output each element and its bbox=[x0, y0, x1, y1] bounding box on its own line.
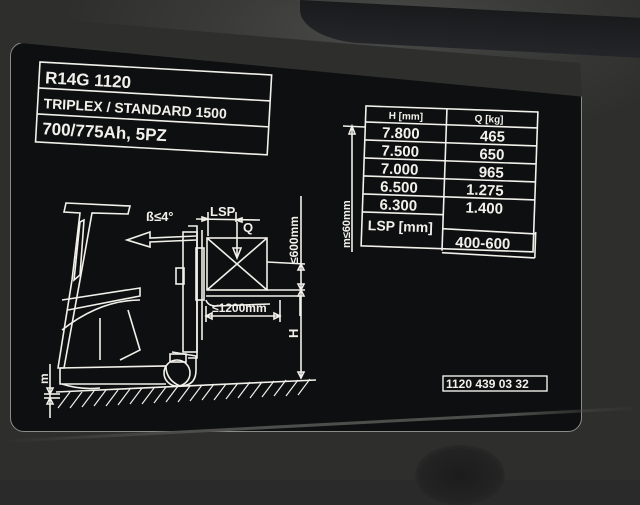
lsp-value: 400-600 bbox=[455, 234, 511, 253]
row-q-4: 1.400 bbox=[465, 200, 503, 218]
load-q-text: Q bbox=[243, 220, 253, 235]
forklift-drawing bbox=[57, 202, 301, 390]
fork-length-text: ≤1200mm bbox=[212, 301, 267, 315]
capacity-table-grid bbox=[360, 105, 539, 259]
row-h-4: 6.300 bbox=[379, 197, 417, 215]
row-q-3: 1.275 bbox=[466, 182, 504, 200]
lsp-label: LSP [mm] bbox=[368, 217, 434, 235]
load-box bbox=[206, 222, 306, 291]
tilt-angle-text: ß≤4° bbox=[146, 209, 174, 224]
battery-text: 700/775Ah, 5PZ bbox=[42, 119, 168, 145]
mast-text: TRIPLEX / STANDARD 1500 bbox=[43, 95, 227, 121]
row-h-2: 7.000 bbox=[381, 161, 419, 179]
col-header-q: Q [kg] bbox=[474, 114, 503, 126]
lsp-dim-text: LSP bbox=[210, 204, 236, 219]
lift-height-text: H bbox=[286, 329, 301, 338]
row-h-3: 6.500 bbox=[380, 179, 418, 197]
load-height-text: ≤600mm bbox=[287, 216, 301, 264]
row-q-1: 650 bbox=[479, 146, 505, 164]
ground-clearance-text: m bbox=[37, 373, 51, 384]
tilt-arrow bbox=[124, 230, 197, 249]
m-dimension-text: m≤60mm bbox=[341, 200, 353, 248]
plate-graphics: R14G 1120 TRIPLEX / STANDARD 1500 700/77… bbox=[34, 61, 548, 418]
header-box bbox=[34, 61, 273, 156]
col-header-h: H [mm] bbox=[388, 111, 423, 123]
part-number-box bbox=[442, 375, 548, 392]
part-number-text: 1120 439 03 32 bbox=[446, 377, 529, 391]
row-h-0: 7.800 bbox=[382, 125, 420, 143]
row-q-0: 465 bbox=[480, 128, 506, 146]
row-q-2: 965 bbox=[478, 164, 504, 182]
row-h-1: 7.500 bbox=[381, 143, 419, 161]
ground-hatch bbox=[55, 378, 317, 409]
model-text: R14G 1120 bbox=[45, 68, 132, 92]
